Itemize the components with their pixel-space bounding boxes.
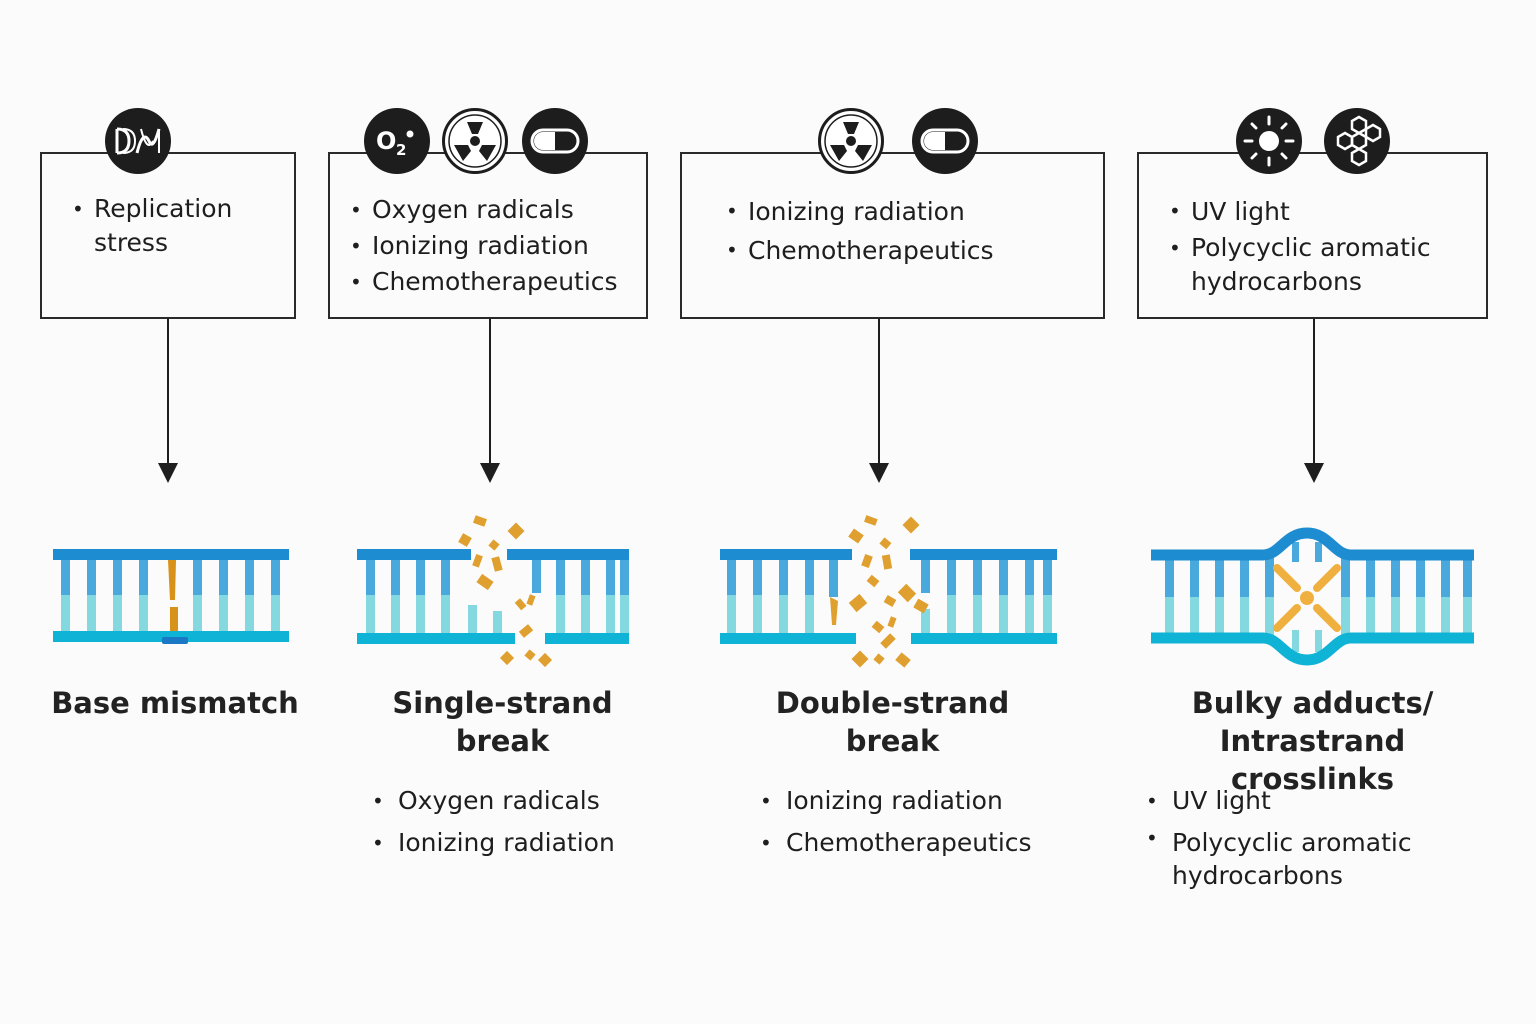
oxygen-radical-icon: O 2 bbox=[364, 108, 430, 174]
bottom-strand-left bbox=[720, 633, 856, 644]
title-line: break bbox=[455, 724, 550, 758]
cause-item: Ionizing radiation bbox=[760, 780, 1032, 822]
title-line: Base mismatch bbox=[51, 686, 299, 720]
cause-text: Oxygen radicals bbox=[398, 786, 600, 815]
source-item: Replication stress bbox=[72, 192, 272, 260]
cause-text: Polycyclic aromatic hydrocarbons bbox=[1172, 828, 1412, 890]
title-line: Double-strand bbox=[775, 686, 1010, 720]
damage-fragments bbox=[458, 515, 553, 668]
arrow-head bbox=[1304, 463, 1324, 483]
source-box-single-strand-break: Oxygen radicals Ionizing radiation Chemo… bbox=[328, 152, 648, 319]
source-text: UV light bbox=[1191, 197, 1290, 226]
cause-item: UV light bbox=[1146, 780, 1442, 822]
source-text: Ionizing radiation bbox=[372, 231, 589, 260]
crosslink bbox=[1273, 564, 1341, 632]
pill-icon bbox=[522, 108, 588, 174]
source-box-double-strand-break: Ionizing radiation Chemotherapeutics bbox=[680, 152, 1105, 319]
bottom-strand-right bbox=[545, 633, 629, 644]
dna-single-strand-break-illustration bbox=[357, 515, 629, 668]
title-line: Single-strand bbox=[392, 686, 613, 720]
source-item: Ionizing radiation bbox=[350, 228, 640, 264]
connector-line bbox=[489, 319, 491, 464]
mismatched-base bbox=[170, 607, 178, 631]
cause-text: Ionizing radiation bbox=[786, 786, 1003, 815]
source-item: Chemotherapeutics bbox=[350, 264, 640, 300]
pill-icon bbox=[912, 108, 978, 174]
source-text: Oxygen radicals bbox=[372, 195, 574, 224]
cause-text: UV light bbox=[1172, 786, 1271, 815]
source-item: UV light bbox=[1169, 192, 1479, 231]
rungs bbox=[61, 557, 280, 633]
source-item: Polycyclic aromatic hydrocarbons bbox=[1169, 231, 1479, 299]
dna-double-strand-break-illustration bbox=[720, 515, 1057, 668]
bottom-strand-right bbox=[911, 633, 1057, 644]
mismatched-base bbox=[168, 560, 176, 600]
dna-icon bbox=[105, 108, 171, 174]
cause-item: Ionizing radiation bbox=[372, 822, 615, 864]
bottom-strand bbox=[1151, 632, 1474, 666]
top-strand-right bbox=[507, 549, 629, 560]
cause-list-double-strand-break: Ionizing radiation Chemotherapeutics bbox=[760, 780, 1032, 864]
svg-text:O: O bbox=[376, 127, 396, 155]
damage-fragments bbox=[830, 515, 929, 668]
damage-title-double-strand-break: Double-strand break bbox=[730, 684, 1055, 760]
arrow-head bbox=[158, 463, 178, 483]
top-strand-left bbox=[720, 549, 852, 560]
svg-text:2: 2 bbox=[396, 141, 406, 159]
sun-uv-icon bbox=[1236, 108, 1302, 174]
source-text: Replication stress bbox=[94, 194, 233, 257]
bottom-strand-left bbox=[357, 633, 515, 644]
cause-text: Chemotherapeutics bbox=[786, 828, 1032, 857]
cause-item: Chemotherapeutics bbox=[760, 822, 1032, 864]
connector-line bbox=[1313, 319, 1315, 464]
cause-item: Oxygen radicals bbox=[372, 780, 615, 822]
source-item: Chemotherapeutics bbox=[726, 231, 1096, 270]
cause-list-single-strand-break: Oxygen radicals Ionizing radiation bbox=[372, 780, 615, 864]
bottom-strand bbox=[53, 631, 289, 642]
damage-title-base-mismatch: Base mismatch bbox=[30, 684, 320, 722]
polycyclic-hydrocarbon-icon bbox=[1324, 108, 1390, 174]
damage-title-single-strand-break: Single-strand break bbox=[340, 684, 665, 760]
radiation-icon bbox=[818, 108, 884, 174]
title-line: break bbox=[845, 724, 940, 758]
cause-list-bulky-adducts: UV light Polycyclic aromatic hydrocarbon… bbox=[1146, 780, 1442, 892]
connector-line bbox=[167, 319, 169, 464]
radiation-icon bbox=[442, 108, 508, 174]
adduct-center bbox=[1300, 591, 1314, 605]
arrow-head bbox=[480, 463, 500, 483]
source-item: Oxygen radicals bbox=[350, 192, 640, 228]
mismatch-marker bbox=[162, 637, 188, 644]
cause-item: Polycyclic aromatic hydrocarbons bbox=[1146, 822, 1442, 892]
top-strand-left bbox=[357, 549, 471, 560]
source-text: Polycyclic aromatic hydrocarbons bbox=[1191, 233, 1431, 296]
dna-base-mismatch-illustration bbox=[53, 549, 289, 644]
source-box-bulky-adducts: UV light Polycyclic aromatic hydrocarbon… bbox=[1137, 152, 1488, 319]
source-text: Chemotherapeutics bbox=[372, 267, 618, 296]
source-item: Ionizing radiation bbox=[726, 192, 1096, 231]
source-text: Ionizing radiation bbox=[748, 197, 965, 226]
title-line: Bulky adducts/ bbox=[1191, 686, 1434, 720]
source-text: Chemotherapeutics bbox=[748, 236, 994, 265]
cause-text: Ionizing radiation bbox=[398, 828, 615, 857]
arrow-head bbox=[869, 463, 889, 483]
top-strand bbox=[1151, 527, 1474, 561]
top-strand bbox=[53, 549, 289, 560]
source-box-base-mismatch: Replication stress bbox=[40, 152, 296, 319]
top-strand-right bbox=[910, 549, 1057, 560]
rungs bbox=[727, 557, 1052, 633]
dna-bulky-adduct-illustration bbox=[1151, 527, 1474, 666]
rungs bbox=[366, 557, 629, 633]
connector-line bbox=[878, 319, 880, 464]
rungs bbox=[1165, 542, 1472, 652]
